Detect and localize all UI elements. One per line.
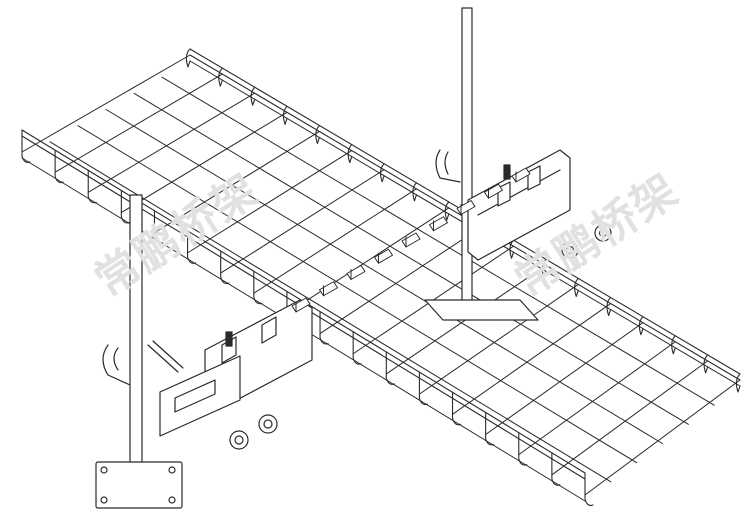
- far-wall-upright: [282, 105, 288, 125]
- tray-cross-wire: [54, 73, 223, 173]
- far-wall-upright: [735, 373, 741, 393]
- hex-nut: [561, 241, 579, 259]
- near-wall-upright: [21, 129, 31, 163]
- near-wall-upright: [485, 411, 495, 446]
- near-wall-upright: [319, 311, 329, 345]
- tray-cross-wire: [153, 130, 320, 234]
- tray-cross-wire: [220, 169, 385, 274]
- rear-bracket-clip-2: [527, 165, 541, 191]
- tray-clip: [374, 248, 393, 264]
- far-wall-upright: [347, 144, 353, 164]
- tray-long-wire: [133, 92, 689, 425]
- far-wall-upright: [541, 258, 547, 278]
- base-hole-2: [168, 466, 176, 474]
- tray-cross-wire: [551, 360, 709, 476]
- near-wall-upright: [220, 250, 230, 284]
- tray-cross-wire: [485, 322, 644, 435]
- front-rod-edge: [152, 340, 184, 369]
- far-wall-upright: [379, 163, 385, 183]
- rear-bracket-bolt: [503, 164, 511, 180]
- near-wall-upright: [551, 452, 561, 486]
- tray-long-wire: [161, 76, 715, 406]
- near-wall-upright: [54, 149, 64, 184]
- tray-cross-wire: [21, 54, 191, 153]
- hex-nut: [229, 430, 249, 450]
- tray-cross-wire: [452, 303, 612, 415]
- near-wall-upright: [451, 391, 462, 426]
- rear-u-bolt: [435, 149, 461, 183]
- near-wall-upright: [187, 230, 197, 264]
- tray-cross-wire: [286, 207, 450, 314]
- front-u-bolt: [102, 344, 131, 386]
- near-wall-upright: [518, 432, 528, 466]
- rear-pole-base-plate: [424, 299, 539, 321]
- base-hole-1: [100, 466, 108, 474]
- tray-cross-wire: [187, 150, 353, 254]
- far-wall-upright: [412, 182, 418, 202]
- front-u-bolt-inner: [113, 347, 119, 371]
- near-wall-upright: [584, 472, 594, 506]
- near-wall-upright: [352, 331, 362, 365]
- tray-long-wire: [105, 109, 663, 444]
- near-wall-upright: [418, 371, 428, 406]
- rear-clamp-bracket: [467, 149, 571, 261]
- far-wall-upright: [606, 296, 612, 317]
- tray-clip-row: [291, 167, 531, 313]
- hex-nut: [258, 414, 278, 434]
- front-rod: [147, 344, 179, 373]
- base-hole-3: [100, 496, 108, 504]
- far-wall-upright: [315, 124, 320, 145]
- tray-cross-wire: [518, 341, 676, 456]
- near-wall-upright: [120, 189, 130, 224]
- near-wall-upright: [153, 210, 164, 244]
- far-wall-upright: [671, 335, 676, 355]
- tray-long-wire: [77, 125, 638, 464]
- rear-bracket-flange: [477, 169, 561, 216]
- tray-cross-wire: [418, 283, 579, 395]
- front-bracket-clip-2: [261, 316, 277, 344]
- tray-clip: [319, 281, 338, 297]
- near-wall-upright: [385, 351, 395, 385]
- front-bracket-bolt: [225, 331, 233, 347]
- tray-clip: [346, 265, 366, 280]
- tray-cross-wire: [253, 188, 417, 294]
- far-wall-upright: [250, 86, 256, 106]
- far-wall-upright: [185, 48, 191, 68]
- near-wall-upright: [253, 270, 263, 305]
- far-wall-upright: [218, 67, 223, 87]
- rear-bracket-plate: [467, 149, 571, 261]
- far-wall-upright: [574, 277, 579, 297]
- tray-cross-wire: [584, 379, 741, 496]
- rear-pole-shaft: [461, 7, 473, 309]
- front-bracket-slot: [174, 379, 216, 413]
- rear-u-bolt-inner: [444, 151, 449, 175]
- front-clamp-bracket: [159, 299, 313, 437]
- rear-support-pole: [424, 7, 539, 321]
- tray-cross-wire: [120, 111, 288, 214]
- tray-cross-wire: [319, 226, 482, 335]
- tray-clip: [401, 232, 421, 248]
- far-wall-upright: [444, 201, 450, 221]
- far-wall-upright: [703, 354, 709, 374]
- hex-nuts: [229, 224, 612, 450]
- hex-nut: [594, 224, 612, 242]
- front-pole-base-plate: [95, 461, 183, 509]
- far-wall-upright: [638, 316, 644, 336]
- base-hole-4: [168, 496, 176, 504]
- near-wall-upright: [87, 169, 97, 204]
- tray-cross-wire: [87, 92, 256, 193]
- tray-long-wire: [49, 141, 612, 483]
- front-support-pole: [95, 194, 184, 509]
